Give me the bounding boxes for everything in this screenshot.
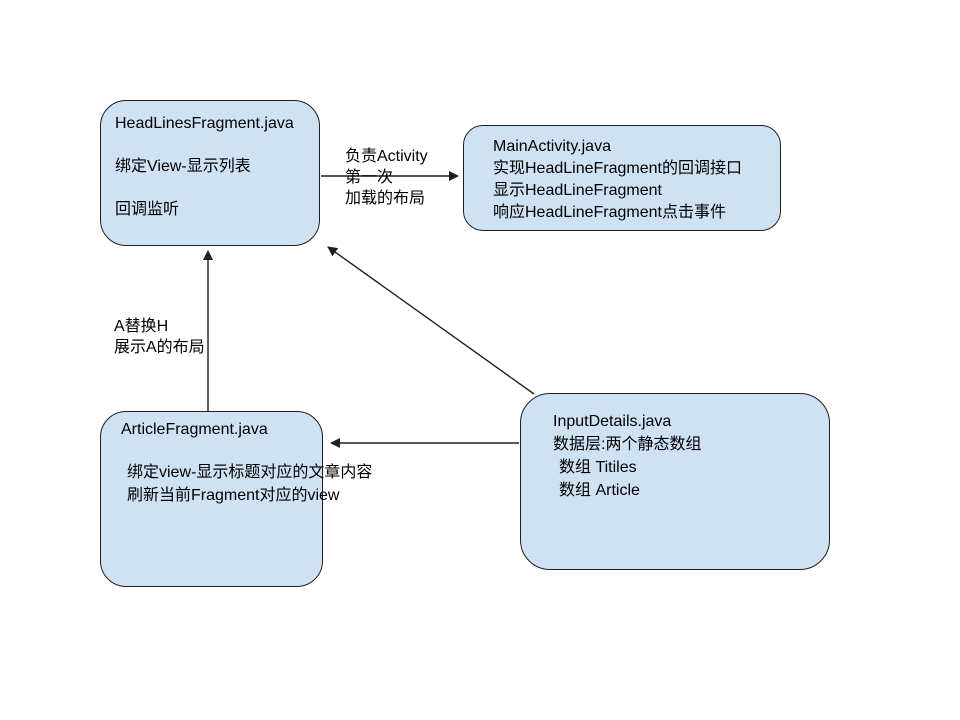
edge-label-line: 第一次: [345, 169, 394, 186]
edge-label-line: 展示A的布局: [114, 339, 205, 356]
node-headlinesfragment: HeadLinesFragment.java 绑定View-显示列表 回调监听: [100, 100, 320, 246]
node-line: 显示HeadLineFragment: [493, 182, 662, 199]
edge-label-load-layout: 负责Activity 第一次 加载的布局: [345, 146, 428, 209]
node-title: MainActivity.java: [493, 138, 611, 155]
node-line: 绑定view-显示标题对应的文章内容: [127, 464, 373, 481]
node-title: ArticleFragment.java: [121, 421, 268, 438]
edge-label-line: 负责Activity: [345, 148, 428, 165]
node-mainactivity: MainActivity.java 实现HeadLineFragment的回调接…: [463, 125, 781, 231]
edge-label-line: A替换H: [114, 318, 169, 335]
edge-label-replace-fragment: A替换H 展示A的布局: [114, 316, 205, 358]
node-inputdetails: InputDetails.java 数据层:两个静态数组 数组 Titiles …: [520, 393, 830, 570]
arrow-inputdetails-to-headlines: [327, 246, 535, 395]
node-title: InputDetails.java: [553, 413, 672, 430]
node-articlefragment: ArticleFragment.java 绑定view-显示标题对应的文章内容 …: [100, 411, 373, 587]
node-line: 数组 Titiles: [559, 459, 637, 476]
node-line: 响应HeadLineFragment点击事件: [493, 204, 726, 221]
node-line: 数组 Article: [559, 482, 640, 499]
node-line: 刷新当前Fragment对应的view: [127, 487, 340, 504]
node-line: 回调监听: [115, 201, 180, 218]
node-title: HeadLinesFragment.java: [115, 115, 294, 132]
edge-label-line: 加载的布局: [345, 190, 426, 207]
node-line: 绑定View-显示列表: [115, 158, 251, 175]
node-line: 实现HeadLineFragment的回调接口: [493, 160, 742, 177]
node-line: 数据层:两个静态数组: [553, 436, 702, 453]
